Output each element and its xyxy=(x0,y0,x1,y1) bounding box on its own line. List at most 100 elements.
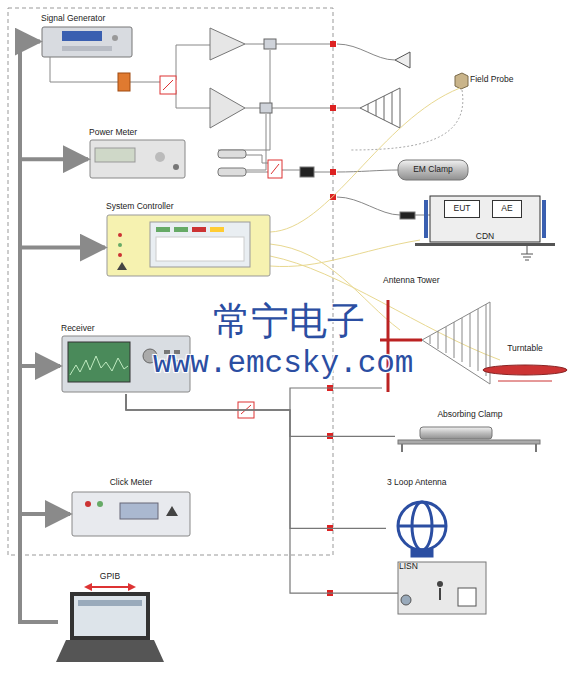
log-periodic-antenna xyxy=(360,88,400,128)
laptop xyxy=(70,592,150,640)
attenuator xyxy=(118,73,130,91)
node-label: EM Clamp xyxy=(412,165,454,175)
node-label: LISN xyxy=(398,562,419,572)
click-meter: Click Meter xyxy=(70,478,192,538)
laptop xyxy=(84,583,92,591)
signal-generator xyxy=(42,27,132,57)
absorbing-clamp xyxy=(398,427,540,452)
field-probe: Field Probe xyxy=(469,75,531,89)
rf-wire xyxy=(176,90,210,108)
turntable: Turntable xyxy=(482,344,568,376)
loop-antenna xyxy=(398,525,446,528)
loop-antenna xyxy=(398,502,446,550)
rf-wire xyxy=(218,114,266,170)
probe-cable xyxy=(350,90,463,150)
receiver xyxy=(68,342,130,382)
connector xyxy=(330,194,336,200)
lisn-box: LISN xyxy=(398,562,486,614)
em-clamp xyxy=(398,160,468,180)
amplifier xyxy=(210,28,245,60)
laptop xyxy=(56,583,164,662)
coupler xyxy=(264,39,276,49)
cdn xyxy=(424,200,428,238)
system-controller xyxy=(210,227,224,232)
node-label: Field Probe xyxy=(469,75,514,85)
lisn xyxy=(401,595,411,605)
system-controller xyxy=(107,215,270,276)
rf-cable xyxy=(126,394,395,436)
turntable xyxy=(483,365,567,381)
node-label: Signal Generator xyxy=(40,14,106,24)
eut-box: EUT xyxy=(444,200,480,218)
cdn-box: CDNEUTAE xyxy=(430,196,540,242)
system-controller: System Controller xyxy=(105,202,273,278)
lisn xyxy=(458,588,476,606)
rf-wire xyxy=(314,172,332,173)
rf-cable xyxy=(126,388,382,410)
lisn xyxy=(439,588,441,600)
field-probe xyxy=(455,73,468,89)
rf-wire xyxy=(337,44,395,60)
power-sensor xyxy=(218,168,246,176)
laptop xyxy=(78,600,142,606)
rf-wire xyxy=(176,45,210,80)
gpib-bus xyxy=(20,42,58,622)
node-label: Click Meter xyxy=(109,478,154,488)
system-frame xyxy=(8,8,333,555)
power-sensor xyxy=(218,150,415,219)
rf-wire xyxy=(337,197,400,215)
laptop xyxy=(56,640,164,662)
node-label: GPIB xyxy=(99,572,121,582)
power-meter: Power Meter xyxy=(88,128,188,180)
rf-switch xyxy=(163,80,173,90)
power-meter xyxy=(155,152,165,162)
system-frame xyxy=(8,8,333,555)
system-controller xyxy=(150,222,250,267)
cdn xyxy=(521,246,533,260)
lisn xyxy=(398,562,486,614)
power-meter xyxy=(90,140,185,178)
rf-switch xyxy=(160,76,176,94)
rf-switch xyxy=(268,160,282,178)
watermark: 常宁电子 xyxy=(213,296,365,347)
power-meter xyxy=(90,140,185,178)
cdn xyxy=(415,196,555,260)
node-label: Power Meter xyxy=(88,128,138,138)
rf-wire xyxy=(282,170,300,171)
rf-wire xyxy=(245,44,332,45)
click-meter xyxy=(85,501,91,507)
click-meter xyxy=(120,503,158,519)
turntable xyxy=(498,381,552,382)
gpib-bus xyxy=(20,159,88,622)
rf-wire xyxy=(337,108,360,109)
laptop xyxy=(128,583,136,591)
power-sensor xyxy=(300,167,314,177)
click-meter xyxy=(72,492,190,536)
node-label: Antenna Tower xyxy=(382,276,441,286)
probe-cable xyxy=(350,90,463,150)
absorbing-clamp: Absorbing Clamp xyxy=(395,410,545,454)
lisn xyxy=(437,581,443,587)
click-meter xyxy=(72,492,190,536)
system-controller xyxy=(156,227,170,232)
amplifier xyxy=(210,88,245,128)
power-sensor xyxy=(218,150,246,158)
rf-cable xyxy=(126,394,386,528)
em-clamp: EM Clamp xyxy=(398,160,468,180)
coupler xyxy=(260,103,272,113)
rf-wire xyxy=(246,172,268,173)
absorbing-clamp xyxy=(402,444,536,452)
signal-generator xyxy=(42,27,132,57)
lisn xyxy=(398,562,486,614)
system-controller xyxy=(192,227,206,232)
power-sensor xyxy=(400,212,415,219)
system-controller xyxy=(118,253,122,257)
signal-generator xyxy=(62,31,102,41)
horn-antenna xyxy=(395,52,410,68)
rf-wire xyxy=(130,82,160,83)
power-meter xyxy=(95,148,135,162)
system-controller xyxy=(107,215,270,276)
system-controller xyxy=(117,262,127,270)
rf-wire xyxy=(245,108,332,109)
signal-generator: Signal Generator xyxy=(40,14,135,60)
